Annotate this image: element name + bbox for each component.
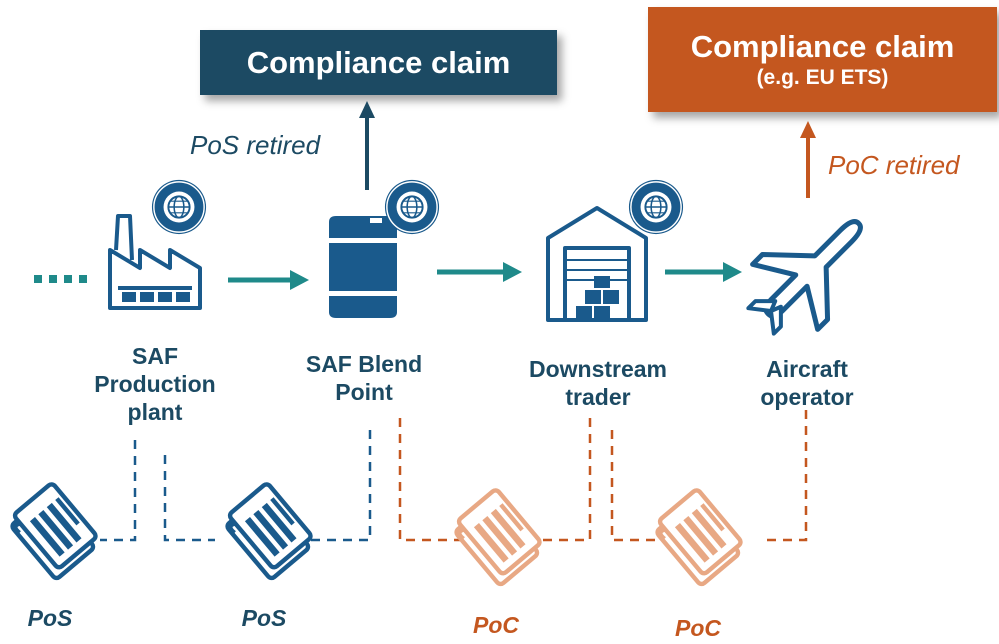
iscc-badge-icon [627,178,685,236]
node-label-line: trader [565,384,631,410]
flow-arrow [228,270,309,290]
poc-retired-label: PoC retired [828,150,960,180]
node-label-line: Aircraft [766,356,848,382]
compliance-claim-subtitle: (e.g. EU ETS) [756,65,889,89]
node-label-line: Point [335,379,393,405]
document-label-poc: PoC [675,615,721,641]
upstream-dots [34,275,87,283]
node-label-blend: SAF Blend Point [264,350,464,406]
node-label-line: Production [94,371,216,397]
compliance-claim-title: Compliance claim [690,28,955,64]
poc-connector [398,410,808,542]
poc-retired-arrow [800,121,816,198]
document-icon [222,483,317,580]
document-icon [7,483,102,580]
document-label-pos: PoS [241,605,287,631]
airplane-icon [746,219,863,336]
node-label-line: plant [127,399,183,425]
pos-retired-label: PoS retired [190,130,321,160]
barrel-icon [326,216,400,318]
document-label-pos: PoS [27,605,73,631]
compliance-claim-box-pos: Compliance claim [200,30,557,95]
iscc-badge-icon [150,178,208,236]
flow-arrow [665,262,742,282]
node-label-aircraft: Aircraft operator [707,355,907,411]
node-label-trader: Downstream trader [498,355,698,411]
node-label-line: Downstream [528,356,668,382]
node-label-production: SAF Production plant [55,342,255,426]
flow-arrow [437,262,522,282]
iscc-badge-icon [383,178,441,236]
document-label-poc: PoC [473,612,519,638]
warehouse-icon [546,206,648,322]
compliance-claim-title: Compliance claim [246,44,511,80]
pos-connector [100,430,372,542]
pos-retired-arrow [359,101,375,190]
node-label-line: SAF Blend [305,351,423,377]
document-icon [451,489,546,586]
node-label-line: SAF [132,343,178,369]
node-label-line: operator [760,384,854,410]
compliance-claim-box-poc: Compliance claim (e.g. EU ETS) [648,7,997,112]
document-icon [652,489,747,586]
factory-icon [108,214,202,310]
